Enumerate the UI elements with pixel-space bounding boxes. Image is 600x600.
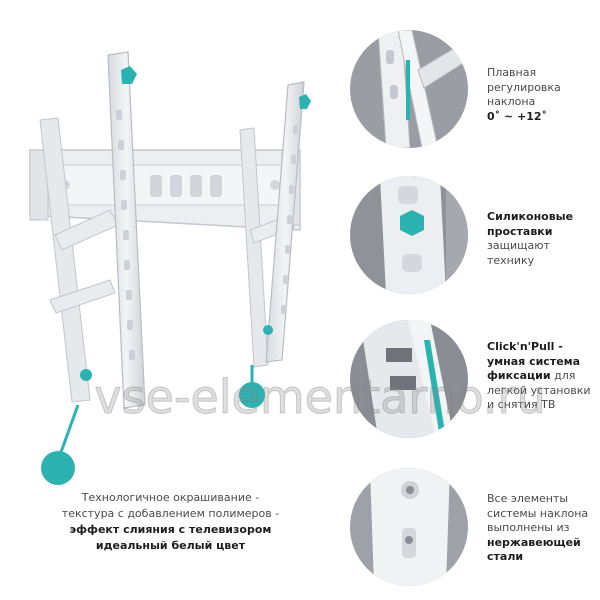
feature-text: Все элементы системы наклона выполнены и… — [487, 492, 599, 565]
steel-detail-photo — [350, 468, 468, 586]
tv-mount-illustration — [29, 51, 311, 485]
feature-line-bold: Click'n'Pull - — [487, 340, 563, 353]
feature-stainless-steel: Все элементы системы наклона выполнены и… — [350, 468, 600, 588]
feature-line: выполнены из — [487, 521, 570, 534]
feature-line-bold: 0˚ ~ +12˚ — [487, 109, 548, 123]
feature-line: системы наклона — [487, 506, 589, 520]
feature-tilt-adjustment: Плавная регулировка наклона 0˚ ~ +12˚ — [350, 30, 600, 150]
feature-text: Силиконовые проставки защищают технику — [487, 210, 599, 268]
right-tilt-bracket — [239, 81, 311, 408]
caption-line: Технологичное окрашивание - — [81, 491, 260, 504]
caption-line: текстура с добавлением полимеров - — [61, 507, 280, 520]
feature-line: технику — [487, 253, 535, 267]
feature-line-bold: стали — [487, 550, 524, 563]
feature-text: Плавная регулировка наклона 0˚ ~ +12˚ — [487, 66, 599, 124]
feature-line: легкой установки — [487, 383, 591, 397]
caption-line-bold: эффект слияния с телевизором — [69, 523, 272, 536]
feature-line-bold: Силиконовые — [487, 210, 574, 223]
coating-caption: Технологичное окрашивание - текстура с д… — [18, 490, 323, 554]
left-tilt-bracket — [39, 51, 146, 485]
feature-line: и снятия ТВ — [487, 398, 556, 411]
feature-line: защищают — [487, 239, 550, 252]
feature-line: Плавная — [487, 66, 537, 79]
lock-detail-photo — [350, 320, 468, 438]
feature-line-bold: проставки — [487, 224, 553, 238]
feature-text: Click'n'Pull - умная система фиксации дл… — [487, 340, 599, 413]
feature-line: Все элементы — [487, 492, 569, 505]
feature-click-n-pull: Click'n'Pull - умная система фиксации дл… — [350, 320, 600, 440]
caption-line-bold: идеальный белый цвет — [95, 539, 246, 552]
spacer-detail-photo — [350, 176, 468, 294]
feature-line: фиксации для — [487, 369, 576, 382]
feature-silicone-spacers: Силиконовые проставки защищают технику — [350, 176, 600, 296]
feature-line-bold: нержавеющей — [487, 535, 581, 549]
feature-line: наклона — [487, 95, 536, 108]
feature-line: регулировка — [487, 80, 561, 94]
feature-line-bold: умная система — [487, 354, 581, 368]
tilt-detail-photo — [350, 30, 468, 148]
